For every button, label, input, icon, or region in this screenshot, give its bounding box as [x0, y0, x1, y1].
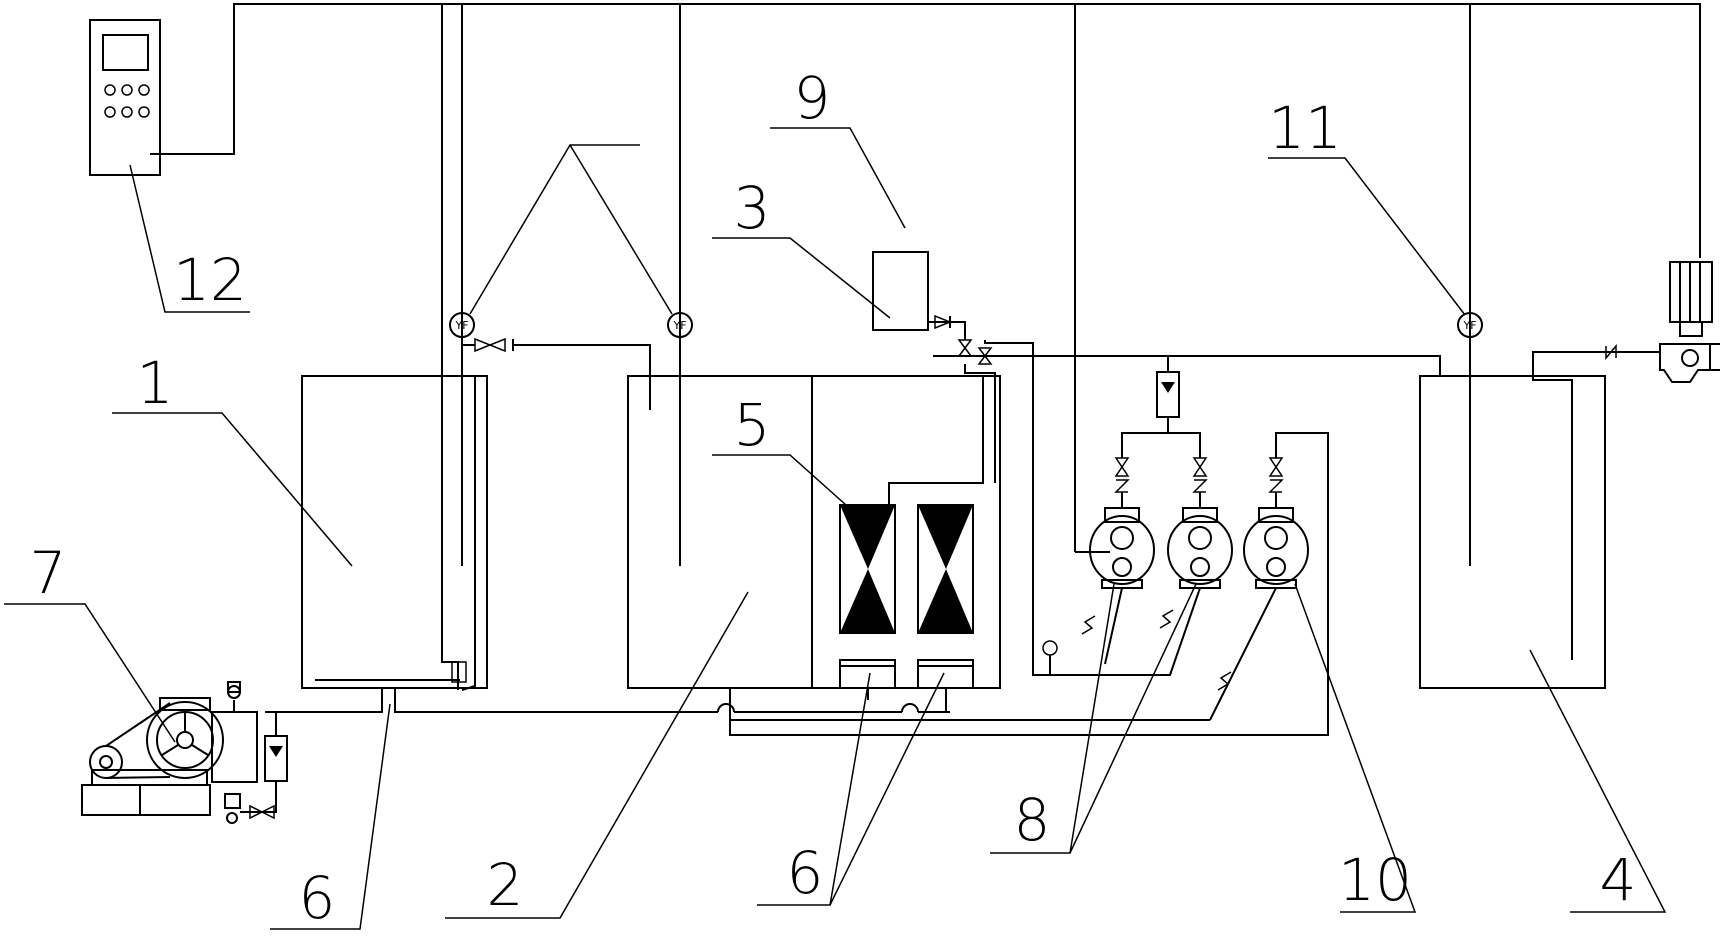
callout-12: 12 — [173, 246, 247, 314]
filter-column — [917, 504, 974, 689]
pump — [1243, 507, 1309, 589]
pump — [1167, 507, 1233, 589]
controller-screen — [102, 34, 149, 71]
bottom-header — [240, 688, 1210, 820]
svg-text:YF: YF — [672, 319, 686, 332]
callout-11: 11 — [1268, 94, 1342, 162]
controller-button — [104, 84, 116, 96]
callout-9: 9 — [794, 64, 831, 132]
filter-column — [839, 504, 896, 689]
signal-bus — [150, 3, 1701, 655]
callout-2: 2 — [487, 851, 524, 919]
controller-panel — [89, 19, 161, 176]
leader-lines — [4, 127, 1667, 930]
dosing-box — [872, 251, 960, 331]
yf-sensor: YF — [667, 312, 693, 338]
lift-pump — [1590, 261, 1720, 383]
controller-button — [138, 106, 150, 118]
controller-button — [138, 84, 150, 96]
pressure-gauge — [1042, 640, 1058, 656]
callout-numbers: 1 2 3 4 5 6 6 7 8 9 10 11 12 — [30, 64, 1637, 932]
callout-5: 5 — [734, 391, 771, 459]
callout-6-left: 6 — [299, 864, 336, 932]
tank-2-3 — [627, 375, 1001, 689]
callout-6-filters: 6 — [787, 839, 824, 907]
controller-button — [121, 106, 133, 118]
callout-8: 8 — [1014, 786, 1051, 854]
svg-text:YF: YF — [454, 319, 468, 332]
metering-pumps — [729, 356, 1329, 736]
callout-10: 10 — [1338, 846, 1412, 914]
blower-unit — [81, 681, 258, 824]
valve-stack — [1268, 457, 1284, 508]
yf-sensor: YF — [449, 312, 475, 338]
callout-3: 3 — [734, 174, 771, 242]
controller-button — [104, 106, 116, 118]
flowmeter — [1156, 371, 1180, 418]
flowmeter — [264, 735, 288, 782]
callout-4: 4 — [1600, 846, 1637, 914]
callout-7: 7 — [30, 539, 67, 607]
upper-piping — [462, 321, 1441, 676]
pump — [1089, 507, 1155, 589]
valve-stack — [1192, 457, 1208, 508]
tank-4 — [1419, 351, 1606, 689]
valve-stack — [1114, 457, 1130, 508]
tank-1 — [301, 375, 488, 691]
yf-sensor: YF — [1457, 312, 1483, 338]
callout-1: 1 — [137, 349, 174, 417]
controller-button — [121, 84, 133, 96]
svg-text:YF: YF — [1462, 319, 1476, 332]
